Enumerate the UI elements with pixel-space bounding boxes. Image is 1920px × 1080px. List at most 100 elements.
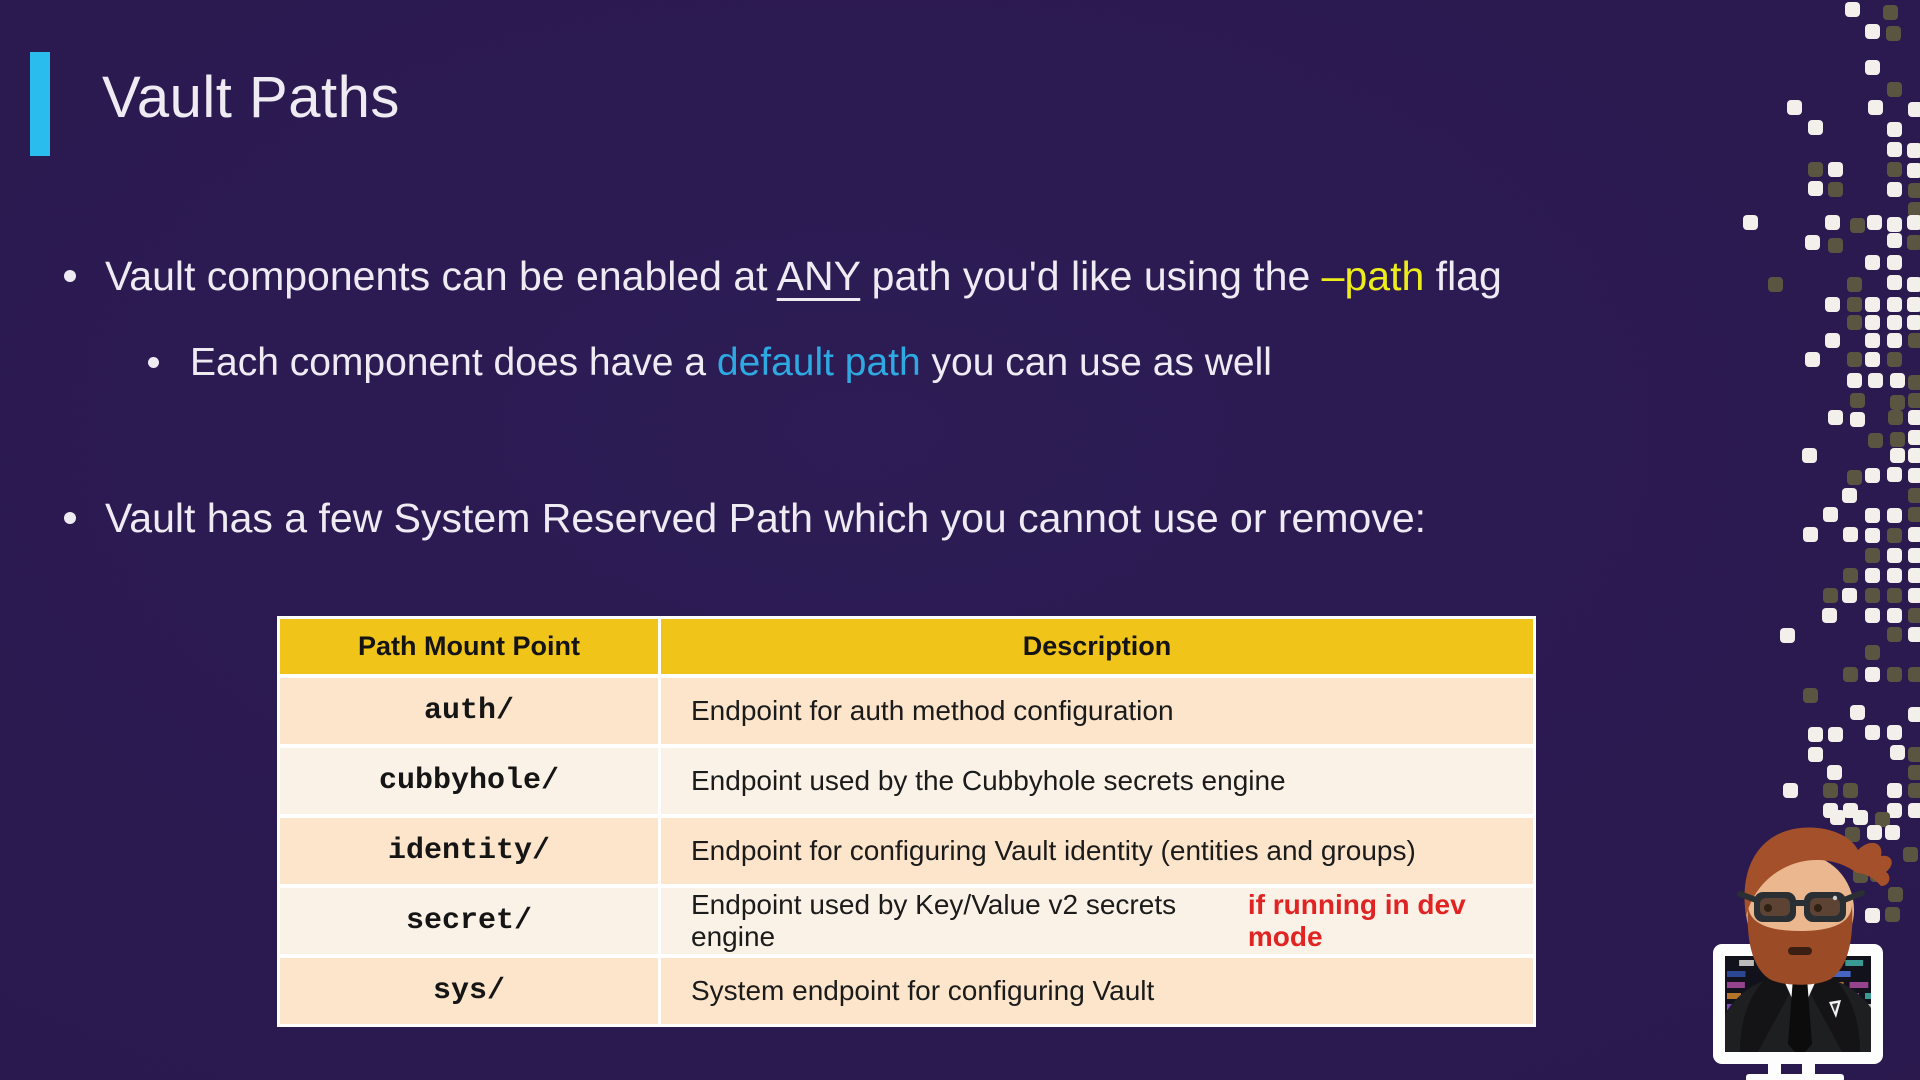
decor-square [1908,393,1920,408]
decor-square [1843,667,1858,682]
decor-square [1908,667,1920,682]
decor-square [1887,255,1902,270]
decor-square [1908,527,1920,542]
decor-square [1890,432,1905,447]
decor-square [1908,765,1920,780]
decor-square [1887,315,1902,330]
table-cell-description: Endpoint used by Key/Value v2 secrets en… [661,888,1533,954]
decor-square [1808,727,1823,742]
decor-square [1847,297,1862,312]
decor-square [1802,448,1817,463]
decor-square [1887,588,1902,603]
bullet-text: Each component does have a default path … [190,338,1272,388]
table-cell-mount-point: auth/ [280,678,658,744]
decor-square [1887,783,1902,798]
decor-square [1887,608,1902,623]
table-header-mount-point: Path Mount Point [280,619,658,674]
avatar-hair [1744,827,1892,916]
decor-square [1850,412,1865,427]
decor-square [1865,508,1880,523]
decor-square [1890,395,1905,410]
decor-square [1808,162,1823,177]
decor-square [1907,235,1920,250]
decor-square [1828,410,1843,425]
description-text: Endpoint used by Key/Value v2 secrets en… [691,889,1177,952]
decor-square [1847,315,1862,330]
decor-square [1842,488,1857,503]
bullet-text-segment: flag [1424,253,1502,299]
decor-square [1887,528,1902,543]
decor-square [1887,508,1902,523]
decor-square [1822,608,1837,623]
bullet-text-segment: Vault components can be enabled at [105,253,777,299]
description-note-red: if running in dev mode [1247,889,1466,952]
decor-square [1887,82,1902,97]
decor-square [1908,707,1920,722]
decor-square [1823,507,1838,522]
decor-square [1908,568,1920,583]
table-cell-mount-point: sys/ [280,958,658,1024]
decor-square [1890,373,1905,388]
decor-square [1886,26,1901,41]
decor-square [1908,333,1920,348]
decor-square [1887,352,1902,367]
presenter-avatar [1713,827,1892,1080]
decor-square [1887,725,1902,740]
decor-square [1907,297,1920,312]
decor-square [1887,217,1902,232]
decor-square [1843,527,1858,542]
bullet-text: Vault components can be enabled at ANY p… [105,250,1502,302]
bullet-text-segment: Each component does have a [190,341,717,384]
decor-square [1787,100,1802,115]
table-cell-mount-point: cubbyhole/ [280,748,658,814]
decor-square [1865,60,1880,75]
decor-square [1780,628,1795,643]
decor-square [1908,608,1920,623]
description-text: Endpoint for auth method configuration [691,695,1174,726]
decor-square [1908,375,1920,390]
decor-square [1843,783,1858,798]
decor-square [1887,568,1902,583]
decor-square [1908,468,1920,483]
bullet-text-segment: ANY [776,253,861,299]
decor-square [1908,588,1920,603]
decor-square [1842,588,1857,603]
decor-square [1907,215,1920,230]
bullet-dot [148,357,159,368]
decor-square [1850,218,1865,233]
decor-square [1887,233,1902,248]
decor-square [1865,645,1880,660]
bullet-item: Vault components can be enabled at ANY p… [64,250,1784,302]
decor-square [1845,2,1860,17]
avatar-mouth [1788,947,1812,955]
decor-square [1908,183,1920,198]
bullet-text-segment: path you'd like using the [860,253,1322,299]
decor-square [1865,297,1880,312]
decor-square [1867,215,1882,230]
avatar-tie [1788,978,1812,1052]
decor-square [1847,277,1862,292]
decor-square [1890,745,1905,760]
avatar-sunglasses [1737,890,1865,922]
decor-square [1865,608,1880,623]
decor-square [1825,297,1840,312]
bullet-text-segment: –path [1321,253,1425,299]
decor-square [1865,468,1880,483]
decor-square [1908,507,1920,522]
page-title: Vault Paths [102,65,400,130]
decor-square [1887,333,1902,348]
decor-square [1887,467,1902,482]
decor-square [1865,588,1880,603]
decor-square [1865,528,1880,543]
decor-square [1865,568,1880,583]
table-cell-description: Endpoint for configuring Vault identity … [661,818,1533,884]
decor-square [1865,548,1880,563]
decor-square [1828,727,1843,742]
avatar-body [1725,974,1871,1052]
decor-square [1850,705,1865,720]
decor-square [1865,333,1880,348]
decor-square [1805,235,1820,250]
decor-square [1865,24,1880,39]
decor-square [1907,277,1920,292]
decor-square [1825,215,1840,230]
